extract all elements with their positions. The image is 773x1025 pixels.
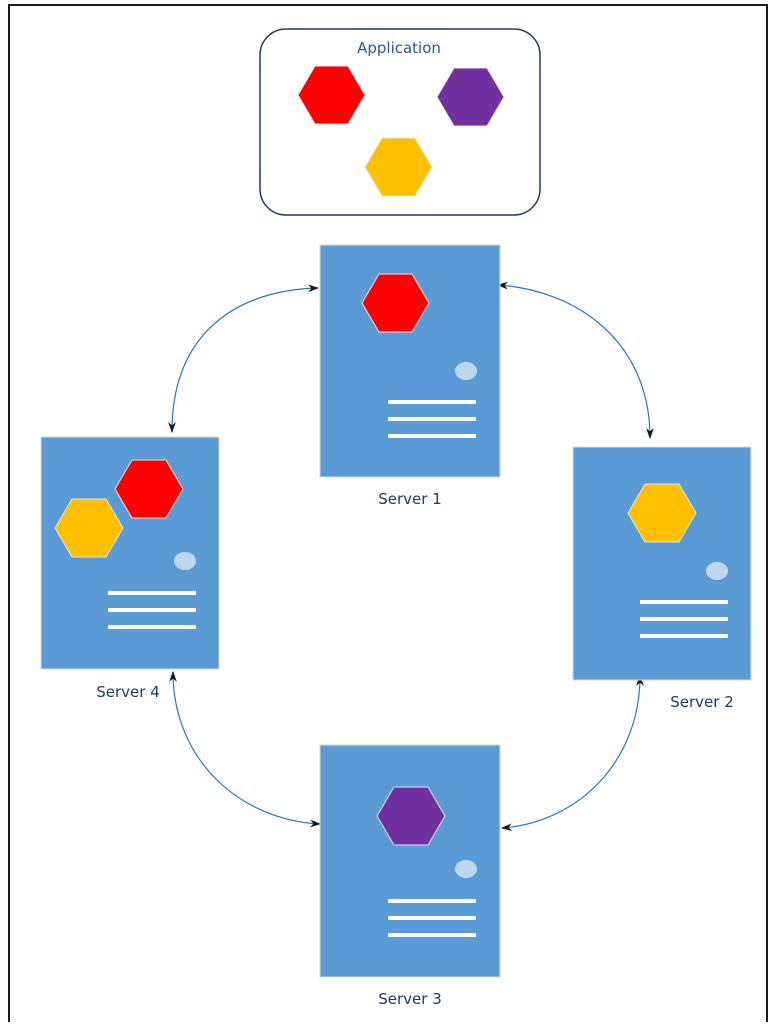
server-2-box — [572, 446, 752, 681]
server-1-slot-line — [388, 417, 476, 421]
server-4-slot-line — [108, 608, 196, 612]
server-4-indicator-light — [174, 552, 196, 570]
application-purple-hexagon — [436, 67, 505, 127]
application-label: Application — [357, 39, 441, 57]
server-2-yellow-hexagon — [627, 483, 697, 543]
server-1-red-hexagon — [361, 273, 430, 333]
server-1: Server 1 — [319, 244, 501, 508]
server-3-purple-hexagon — [376, 786, 446, 846]
server-3-box — [319, 744, 501, 978]
server-2: Server 2 — [572, 446, 752, 711]
connectors — [168, 281, 654, 832]
application-red-hexagon — [297, 65, 366, 125]
server-2-slot-line — [640, 634, 728, 638]
connector-server4-server3 — [169, 670, 322, 828]
server-3-slot-line — [388, 933, 476, 937]
server-4-red-hexagon — [114, 459, 184, 519]
application-yellow-hexagon — [364, 137, 433, 197]
server-1-indicator-light — [455, 362, 477, 380]
server-2-slot-line — [640, 617, 728, 621]
diagram-frame — [8, 4, 768, 1022]
server-3: Server 3 — [319, 744, 501, 1008]
server-1-slot-line — [388, 434, 476, 438]
server-4-yellow-hexagon — [54, 498, 124, 558]
connector-server1-server2 — [496, 281, 654, 440]
server-1-slot-line — [388, 400, 476, 404]
server-3-label: Server 3 — [378, 990, 442, 1008]
server-1-label: Server 1 — [378, 490, 442, 508]
server-4-slot-line — [108, 625, 196, 629]
server-3-slot-line — [388, 916, 476, 920]
server-4-slot-line — [108, 591, 196, 595]
connector-server2-server3 — [500, 674, 644, 832]
server-3-indicator-light — [455, 860, 477, 878]
server-2-label: Server 2 — [670, 693, 734, 711]
server-2-slot-line — [640, 600, 728, 604]
connector-server1-server4 — [168, 284, 320, 434]
server-3-slot-line — [388, 899, 476, 903]
server-4-label: Server 4 — [96, 683, 160, 701]
application-box: Application — [259, 28, 541, 216]
server-4: Server 4 — [40, 436, 220, 701]
server-2-indicator-light — [706, 562, 728, 580]
